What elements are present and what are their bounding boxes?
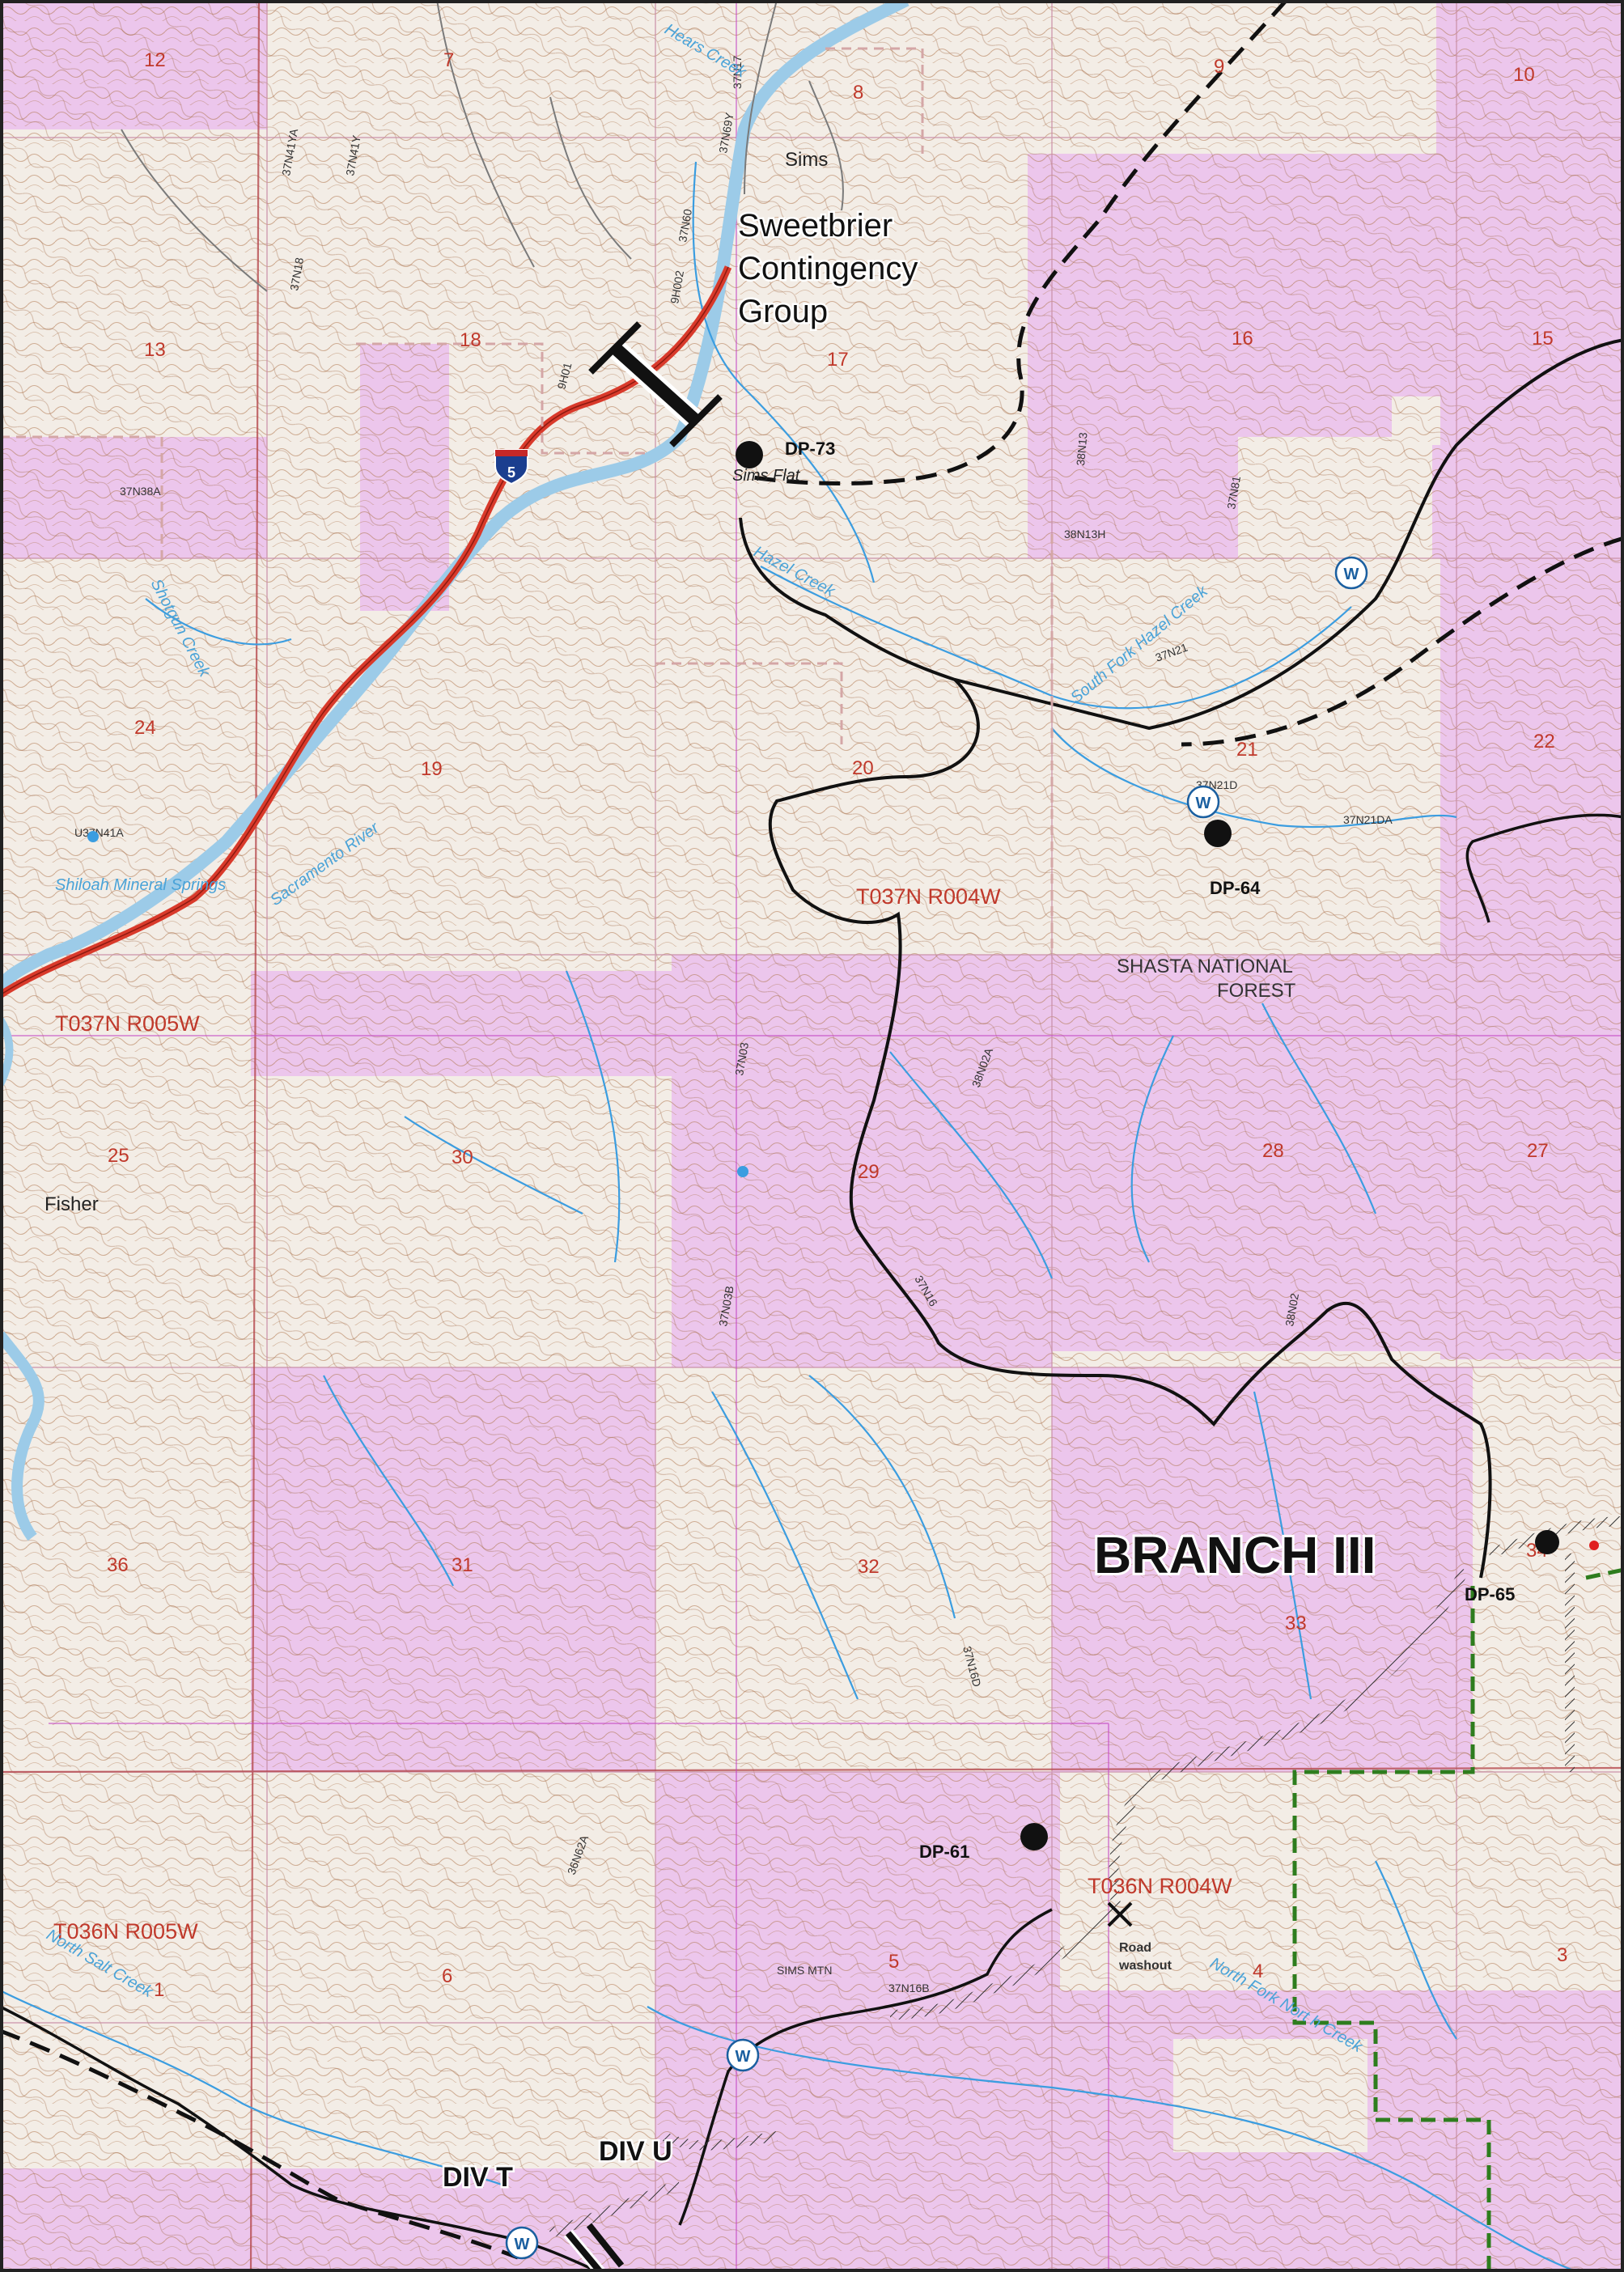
svg-text:Sims Flat: Sims Flat [732,467,801,485]
svg-text:37N18: 37N18 [287,256,306,292]
svg-text:DP-64: DP-64 [1210,878,1261,898]
svg-text:7: 7 [443,49,454,71]
svg-text:37N16B: 37N16B [888,1982,930,1994]
svg-text:U37N41A: U37N41A [74,826,124,839]
handline-hatched [549,1516,1624,2238]
svg-text:28: 28 [1262,1140,1284,1162]
svg-text:36: 36 [107,1554,129,1576]
svg-text:DIV T: DIV T [443,2162,513,2193]
svg-text:5: 5 [888,1951,899,1973]
division-break-marker [563,321,723,2272]
svg-text:37N03: 37N03 [732,1041,751,1077]
svg-text:6: 6 [442,1965,452,1987]
svg-text:T036N R004W: T036N R004W [1088,1874,1232,1898]
svg-text:DP-61: DP-61 [919,1842,969,1862]
svg-text:3: 3 [1557,1944,1567,1966]
svg-text:9H002: 9H002 [668,269,686,305]
svg-text:16: 16 [1232,328,1253,350]
svg-text:37N21DA: 37N21DA [1343,813,1393,826]
svg-text:W: W [1196,795,1211,812]
svg-text:SHASTA NATIONAL: SHASTA NATIONAL [1117,956,1293,977]
svg-text:1: 1 [154,1979,164,2001]
division-labels: DIV T DIV U [441,2134,675,2195]
svg-text:DP-65: DP-65 [1465,1584,1515,1604]
svg-text:DIV U: DIV U [599,2136,672,2167]
svg-text:20: 20 [852,757,874,779]
svg-text:DP-73: DP-73 [785,439,835,459]
svg-text:Sims: Sims [785,149,828,171]
branch-label: BRANCH III [1094,1526,1376,1584]
svg-text:T037N R005W: T037N R005W [55,1011,200,1036]
svg-text:37N81: 37N81 [1224,475,1243,511]
svg-text:13: 13 [144,339,166,361]
place-labels: Sims Sims Flat Fisher Road washout [45,149,1172,1973]
svg-text:15: 15 [1532,328,1554,350]
svg-text:W: W [736,2048,751,2066]
svg-text:21: 21 [1236,739,1258,761]
section-labels: 12 7 8 9 10 13 18 17 16 15 24 19 20 21 2… [107,49,1567,2001]
svg-text:9: 9 [1214,56,1224,78]
svg-text:Contingency: Contingency [738,251,918,286]
svg-text:W: W [1344,566,1359,583]
svg-text:38N13H: 38N13H [1064,528,1105,540]
svg-text:32: 32 [858,1556,880,1578]
svg-text:22: 22 [1533,731,1555,752]
svg-text:Sweetbrier: Sweetbrier [738,208,893,244]
township-labels: T037N R004W T037N R005W T036N R004W T036… [53,884,1232,1943]
svg-text:Group: Group [738,294,828,329]
svg-text:Road: Road [1119,1941,1151,1955]
drop-points[interactable]: DP-73 DP-64 DP-65 DP-61 [736,439,1559,1862]
svg-text:8: 8 [853,82,863,104]
svg-text:27: 27 [1527,1140,1549,1162]
interstate-5-shield: 5 [494,449,528,485]
svg-text:37N38A: 37N38A [120,485,161,498]
svg-text:37N60: 37N60 [676,208,694,244]
streams [0,161,1579,2272]
svg-text:T036N R005W: T036N R005W [53,1919,198,1943]
svg-text:FOREST: FOREST [1217,980,1296,1002]
water-source-markers[interactable]: W W W W [505,556,1368,2260]
svg-text:38N13: 38N13 [1074,432,1090,467]
fire-line-main [739,338,1624,731]
svg-text:SIMS MTN: SIMS MTN [777,1964,832,1977]
svg-text:31: 31 [452,1554,473,1576]
svg-text:4: 4 [1253,1960,1263,1982]
svg-text:5: 5 [507,464,515,481]
svg-text:25: 25 [108,1145,129,1167]
svg-text:30: 30 [452,1147,473,1168]
svg-text:24: 24 [134,717,156,739]
svg-text:T037N R004W: T037N R004W [856,884,1001,909]
svg-text:Fisher: Fisher [45,1193,99,1215]
contingency-group-label: Sweetbrier Contingency Group [736,206,920,332]
svg-text:W: W [515,2236,530,2253]
forest-label: SHASTA NATIONAL FOREST [1117,956,1296,1002]
svg-text:washout: washout [1118,1959,1172,1973]
svg-text:10: 10 [1513,64,1535,86]
svg-text:29: 29 [858,1161,880,1183]
svg-text:12: 12 [144,49,166,71]
svg-text:17: 17 [827,349,849,371]
svg-text:38N02: 38N02 [1283,1292,1301,1328]
svg-text:19: 19 [421,758,443,780]
svg-text:33: 33 [1285,1613,1307,1634]
svg-text:18: 18 [460,329,481,351]
svg-text:Shiloah Mineral Springs: Shiloah Mineral Springs [55,876,226,894]
svg-text:37N17: 37N17 [731,56,744,89]
road-washout-marker [1107,1901,1133,1927]
